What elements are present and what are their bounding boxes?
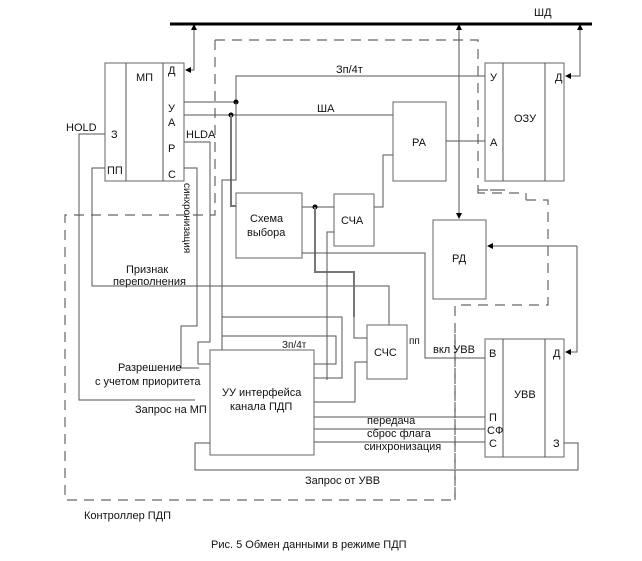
controller-boundary-b xyxy=(454,190,549,500)
flag-reset-label: сброс флага xyxy=(367,428,432,440)
schs-label: СЧС xyxy=(374,347,397,359)
mp-pin-c: С xyxy=(168,169,176,181)
mp-pin-u: У xyxy=(168,103,176,115)
ozu-pin-u: У xyxy=(490,72,498,84)
mp-data-link xyxy=(185,26,195,73)
mp-block: МП Д У А Р С З ПП xyxy=(104,62,185,182)
sync-vertical-label: синхронизация xyxy=(181,183,192,253)
scha-tap-line xyxy=(314,207,355,317)
uvv-pin-d: Д xyxy=(553,348,561,360)
request-mp-label: Запрос на МП xyxy=(135,404,207,416)
overflow-label-1: Признак xyxy=(126,264,168,276)
mp-bus-arrow-icon xyxy=(191,24,197,30)
scha-label: СЧА xyxy=(341,215,364,227)
hold-label: HOLD xyxy=(66,122,97,134)
mp-pin-a: А xyxy=(168,117,176,129)
uu-label-2: канала ПДП xyxy=(230,401,292,413)
schema-label-2: выбора xyxy=(247,227,286,239)
ozu-data-link xyxy=(565,26,581,79)
rd-block xyxy=(432,219,487,300)
scha-side-line xyxy=(326,231,334,380)
ra-label: РА xyxy=(412,137,427,149)
permit-label-1: Разрешение xyxy=(118,362,182,374)
mp-pin-r: Р xyxy=(168,143,175,155)
hlda-line xyxy=(184,141,211,365)
mp-pin-pp: ПП xyxy=(107,165,123,177)
sync-label: синхронизация xyxy=(364,441,441,453)
figure-caption: Рис. 5 Обмен данными в режиме ПДП xyxy=(211,539,407,551)
uu-top-loop-line xyxy=(222,335,337,365)
ozu-pin-d: Д xyxy=(555,72,563,84)
permit-label-2: с учетом приоритета xyxy=(95,376,201,388)
uu-block xyxy=(209,349,315,456)
vkl-uvv-label: вкл УВВ xyxy=(433,344,475,356)
hold-line xyxy=(78,133,195,401)
uvv-data-line xyxy=(565,246,578,355)
schema-to-uvv-line xyxy=(302,252,485,359)
scha-to-ra-line xyxy=(374,154,393,208)
mp-label: МП xyxy=(136,72,153,84)
schema-block xyxy=(235,192,303,259)
sha-label: ША xyxy=(317,103,335,115)
pp-label: пп xyxy=(409,336,420,347)
zp4t-line xyxy=(235,75,485,102)
uvv-label: УВВ xyxy=(514,389,536,401)
zp4t-down-line xyxy=(221,102,237,350)
sync-vertical-line xyxy=(180,167,199,369)
zp4t-top-label: Зп/4т xyxy=(336,64,363,76)
transfer-label: передача xyxy=(367,415,416,427)
schs-in-line xyxy=(353,317,367,339)
data-bus-label: ШД xyxy=(534,7,552,19)
ozu-pin-a: А xyxy=(490,137,498,149)
controller-boundary-a xyxy=(64,39,505,501)
request-uvv-line xyxy=(194,442,579,471)
uu-right-loop-line xyxy=(222,316,343,379)
uvv-block: В УВВ Д П СФ С З xyxy=(484,338,565,458)
hlda-label: HLDA xyxy=(186,129,216,141)
overflow-label-2: переполнения xyxy=(113,276,186,288)
uu-label-1: УУ интерфейса xyxy=(222,387,302,399)
uvv-pin-z: З xyxy=(553,438,560,450)
controller-label: Контроллер ПДП xyxy=(84,510,171,522)
schs-to-uu-line xyxy=(314,361,367,403)
request-uvv-label: Запрос от УВВ xyxy=(305,475,380,487)
uvv-pin-p: П xyxy=(489,412,497,424)
rd-label: РД xyxy=(452,253,467,265)
ozu-label: ОЗУ xyxy=(514,113,537,125)
schs-block xyxy=(366,324,408,380)
uvv-pin-v: В xyxy=(489,348,496,360)
uvv-pin-sf: СФ xyxy=(487,425,503,437)
ozu-bus-arrow-icon xyxy=(577,24,583,30)
sha-to-schema-line xyxy=(230,115,236,207)
scha-block xyxy=(333,193,375,247)
ozu-block: У ОЗУ А Д xyxy=(484,62,565,182)
mp-pin-z: З xyxy=(111,129,118,141)
uvv-pin-s: С xyxy=(489,438,497,450)
mp-pin-d: Д xyxy=(168,65,176,77)
schema-label-1: Схема xyxy=(250,213,284,225)
zp4t-uu-label: Зп/4т xyxy=(282,340,307,351)
rd-bus-arrow-icon xyxy=(456,24,462,30)
